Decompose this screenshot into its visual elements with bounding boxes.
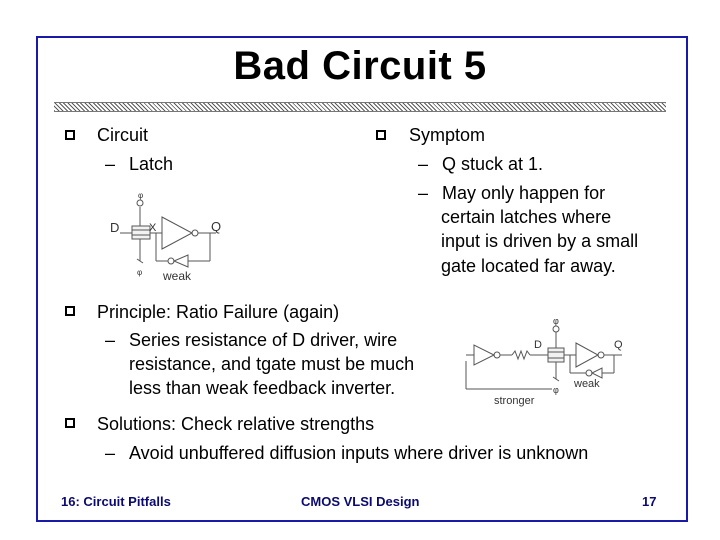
driver-diagram: D Q weak stronger φ φ: [465, 316, 623, 407]
circuit-heading: Circuit: [97, 125, 149, 145]
driver-label-q: Q: [614, 339, 623, 351]
latch-label-d: D: [110, 220, 119, 235]
latch-phi-bottom: φ: [137, 268, 142, 277]
title-rule: [54, 102, 666, 112]
latch-label-weak: weak: [162, 269, 192, 283]
driver-label-weak: weak: [573, 378, 600, 390]
latch-phi-top: φ: [138, 193, 143, 200]
driver-label-d: D: [534, 339, 542, 351]
bullet-principle: [65, 306, 75, 316]
principle-line-3: less than weak feedback inverter.: [129, 378, 396, 398]
dash-symptom-1: –: [418, 154, 429, 174]
footer-left: 16: Circuit Pitfalls: [61, 494, 171, 509]
latch-label-x: X: [149, 222, 157, 234]
slide-title: Bad Circuit 5: [233, 44, 487, 88]
dash-latch: –: [105, 154, 116, 174]
symptom-item-1: Q stuck at 1.: [442, 154, 544, 174]
symptom-item-4: input is driven by a small: [441, 231, 639, 251]
bullet-solutions: [65, 418, 75, 428]
principle-line-2: resistance, and tgate must be much: [129, 354, 415, 374]
driver-phi-bottom: φ: [553, 385, 559, 395]
solutions-sub: Avoid unbuffered diffusion inputs where …: [129, 443, 589, 463]
driver-label-stronger: stronger: [494, 395, 535, 407]
bullet-circuit: [65, 130, 75, 140]
principle-heading: Principle: Ratio Failure (again): [97, 302, 340, 322]
latch-label: Latch: [129, 154, 174, 174]
symptom-item-2: May only happen for: [442, 183, 606, 203]
dash-principle: –: [105, 330, 116, 350]
solutions-heading: Solutions: Check relative strengths: [97, 414, 375, 434]
symptom-item-5: gate located far away.: [441, 256, 616, 276]
driver-phi-top: φ: [553, 316, 559, 326]
bullet-symptom: [376, 130, 386, 140]
dash-solutions: –: [105, 443, 116, 463]
symptom-heading: Symptom: [409, 125, 486, 145]
footer-page-number: 17: [642, 494, 657, 509]
latch-label-q: Q: [211, 219, 221, 234]
footer-center: CMOS VLSI Design: [301, 494, 420, 509]
latch-diagram: D X Q weak φ φ: [110, 193, 221, 283]
symptom-item-3: certain latches where: [441, 207, 612, 227]
dash-symptom-2: –: [418, 183, 429, 203]
principle-line-1: Series resistance of D driver, wire: [129, 330, 398, 350]
slide-frame: [36, 36, 688, 522]
